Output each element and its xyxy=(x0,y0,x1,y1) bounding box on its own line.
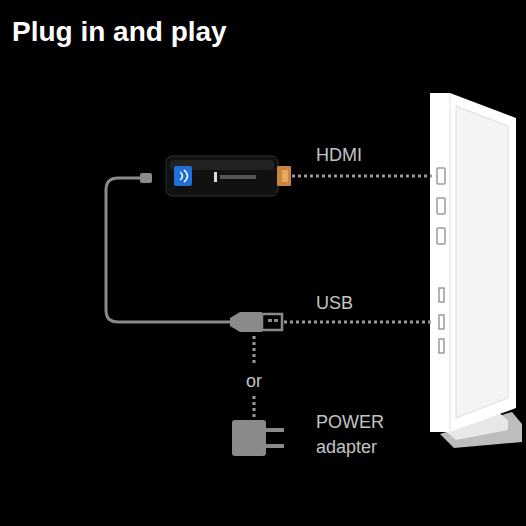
usb-cable xyxy=(106,178,232,322)
usb-ports xyxy=(439,288,444,353)
monitor-edge xyxy=(450,93,451,432)
usb-plug xyxy=(230,312,282,332)
leader-lines xyxy=(254,176,434,418)
monitor-frame xyxy=(430,93,516,432)
power-adapter xyxy=(232,420,284,456)
alternative-note: or xyxy=(246,369,262,394)
hdmi-ports xyxy=(437,168,445,244)
port-label: USB xyxy=(316,291,353,316)
page-title: Plug in and play xyxy=(12,16,227,48)
micro-usb-plug xyxy=(140,173,152,183)
wifi-dongle xyxy=(166,156,291,196)
part-label: POWER adapter xyxy=(316,410,396,460)
monitor-screen xyxy=(456,106,508,418)
port-label: HDMI xyxy=(316,143,362,168)
